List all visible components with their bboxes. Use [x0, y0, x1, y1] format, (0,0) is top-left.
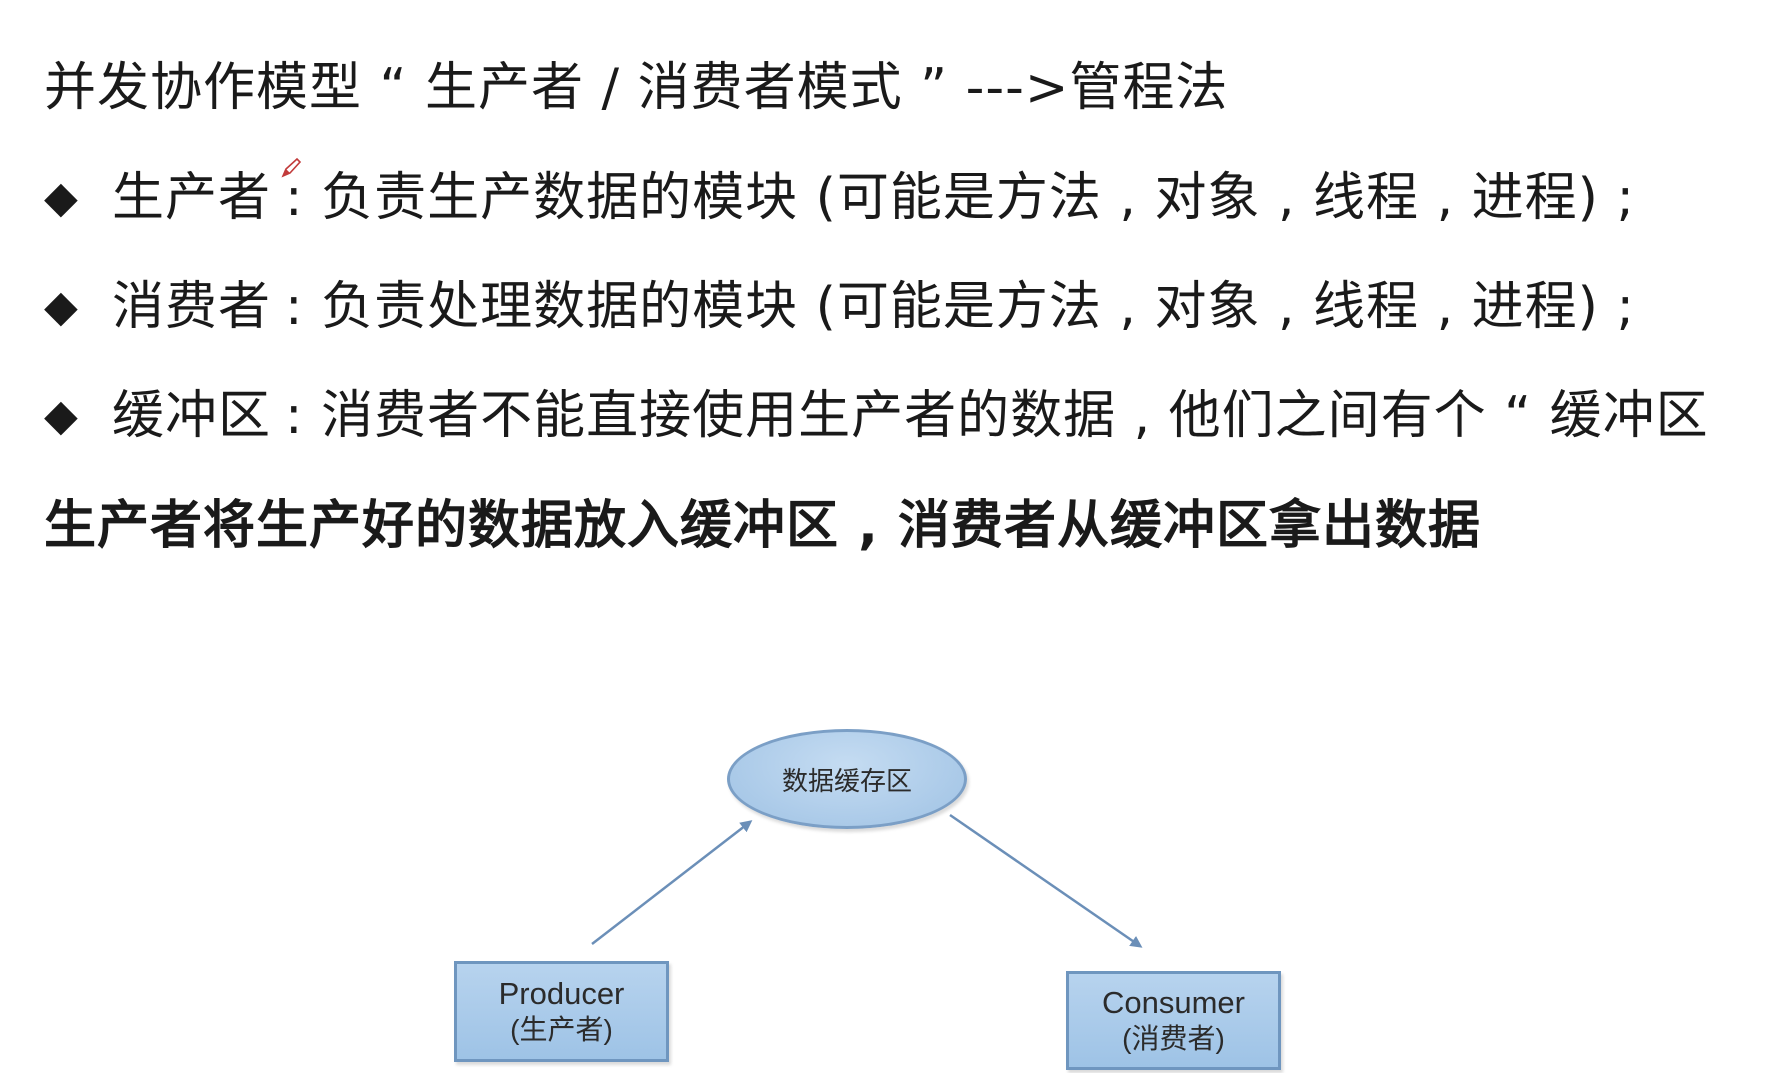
diamond-bullet-icon: ◆	[44, 281, 79, 332]
bullet-buffer: ◆ 缓冲区 : 消费者不能直接使用生产者的数据 , 他们之间有个 “ 缓冲区	[44, 376, 1709, 456]
bullet-term: 缓冲区	[112, 386, 272, 446]
producer-label: Producer	[498, 975, 625, 1011]
bullet-producer: ◆ 生产者 : 负责生产数据的模块 (可能是方法 , 对象 , 线程 , 进程)…	[44, 158, 1635, 238]
consumer-label: Consumer	[1102, 984, 1245, 1020]
diamond-bullet-icon: ◆	[44, 172, 79, 223]
pen-cursor-icon	[281, 157, 302, 178]
bullet-term: 消费者	[112, 277, 272, 337]
bullet-term: 生产者	[112, 168, 272, 228]
bullet-text: : 负责生产数据的模块 (可能是方法 , 对象 , 线程 , 进程) ;	[285, 168, 1635, 228]
bullet-consumer: ◆ 消费者 : 负责处理数据的模块 (可能是方法 , 对象 , 线程 , 进程)…	[44, 267, 1635, 347]
producer-node: Producer (生产者)	[454, 961, 669, 1062]
bullet-text: : 负责处理数据的模块 (可能是方法 , 对象 , 线程 , 进程) ;	[285, 277, 1635, 337]
diamond-bullet-icon: ◆	[44, 390, 79, 441]
buffer-to-consumer-arrow	[949, 813, 1143, 948]
slide-title: 并发协作模型 “ 生产者 / 消费者模式 ” --->管程法	[44, 58, 1229, 118]
consumer-node: Consumer (消费者)	[1066, 971, 1281, 1070]
consumer-label-cn: (消费者)	[1122, 1022, 1225, 1054]
producer-label-cn: (生产者)	[510, 1013, 613, 1045]
bullet-text: : 消费者不能直接使用生产者的数据 , 他们之间有个 “ 缓冲区	[285, 386, 1709, 446]
summary-text: 生产者将生产好的数据放入缓冲区 , 消费者从缓冲区拿出数据	[44, 496, 1481, 556]
producer-to-buffer-arrow	[591, 820, 753, 945]
buffer-node: 数据缓存区	[727, 729, 967, 829]
